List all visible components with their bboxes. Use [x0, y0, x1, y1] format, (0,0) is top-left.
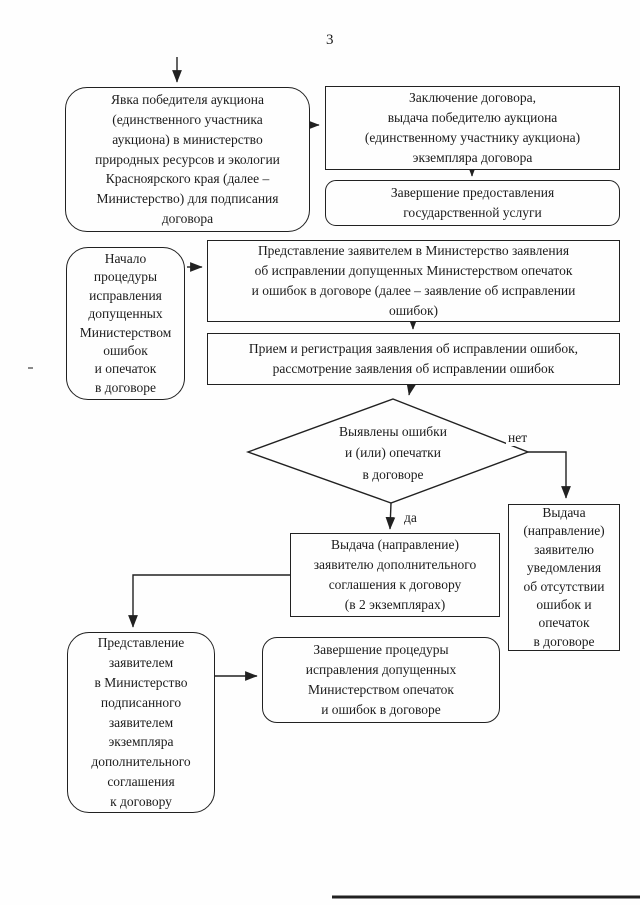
node-contract-conclusion-text: Заключение договора, выдача победителю а…	[364, 90, 581, 165]
node-correction-start-text: Начало процедуры исправления допущенных …	[79, 250, 172, 395]
edge-label-no: нет	[506, 430, 530, 446]
node-errors-found-decision-text: Выявлены ошибки и (или) опечатки в догов…	[339, 423, 447, 482]
node-signed-agreement-submission: Представление заявителем в Министерство …	[67, 632, 215, 813]
node-errors-found-decision: Выявлены ошибки и (или) опечатки в догов…	[318, 420, 468, 486]
node-agreement-issue: Выдача (направление) заявителю дополните…	[290, 533, 500, 617]
edge-label-yes: да	[402, 510, 419, 526]
node-application-submission: Представление заявителем в Министерство …	[207, 240, 620, 322]
node-winner-attendance: Явка победителя аукциона (единственного …	[65, 87, 310, 232]
node-application-registration-text: Прием и регистрация заявления об исправл…	[248, 341, 579, 376]
node-application-registration: Прием и регистрация заявления об исправл…	[207, 333, 620, 385]
node-correction-completion-text: Завершение процедуры исправления допущен…	[305, 642, 457, 717]
node-agreement-issue-text: Выдача (направление) заявителю дополните…	[313, 537, 477, 612]
node-notification-issue-text: Выдача (направление) заявителю уведомлен…	[523, 504, 605, 649]
node-correction-completion: Завершение процедуры исправления допущен…	[262, 637, 500, 723]
node-winner-attendance-text: Явка победителя аукциона (единственного …	[95, 91, 280, 227]
node-service-completion-text: Завершение предоставления государственно…	[390, 185, 555, 220]
node-signed-agreement-submission-text: Представление заявителем в Министерство …	[91, 634, 191, 810]
node-application-submission-text: Представление заявителем в Министерство …	[251, 243, 576, 318]
scan-artifact-dot	[28, 367, 33, 369]
node-correction-start: Начало процедуры исправления допущенных …	[66, 247, 185, 400]
node-notification-issue: Выдача (направление) заявителю уведомлен…	[508, 504, 620, 651]
node-contract-conclusion: Заключение договора, выдача победителю а…	[325, 86, 620, 170]
node-service-completion: Завершение предоставления государственно…	[325, 180, 620, 226]
page-number: 3	[326, 32, 334, 48]
